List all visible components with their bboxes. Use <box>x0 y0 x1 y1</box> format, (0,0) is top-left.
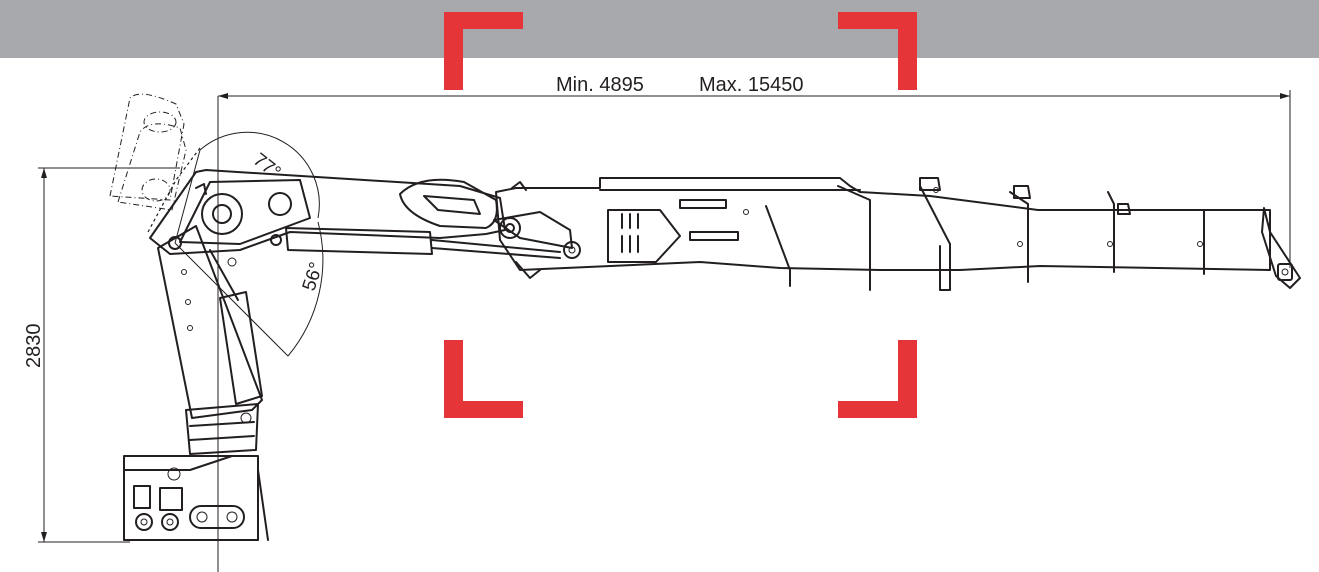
reach-max-label: Max. 15450 <box>699 74 804 96</box>
crane-column <box>157 225 263 455</box>
boom-alternate-positions <box>109 93 201 233</box>
boom-tip <box>1261 207 1301 289</box>
telescopic-extensions <box>743 177 1205 291</box>
crane-base <box>123 455 269 541</box>
outer-boom <box>495 177 1271 279</box>
inner-boom <box>149 169 506 255</box>
corner-mark-top-left <box>444 12 523 90</box>
boom-cylinder <box>285 211 581 259</box>
reach-min-label: Min. 4895 <box>556 74 644 96</box>
frame-corner-marks <box>444 12 917 418</box>
height-dimension-line <box>38 167 180 543</box>
top-banner <box>0 0 1319 58</box>
corner-mark-bottom-left <box>444 340 523 418</box>
reach-dimension-line <box>217 90 1291 572</box>
corner-mark-bottom-right <box>838 340 917 418</box>
height-label: 2830 <box>23 324 45 369</box>
angle-arcs <box>174 131 324 357</box>
corner-mark-top-right <box>838 12 917 90</box>
upper-angle-label: 77° <box>249 149 285 183</box>
